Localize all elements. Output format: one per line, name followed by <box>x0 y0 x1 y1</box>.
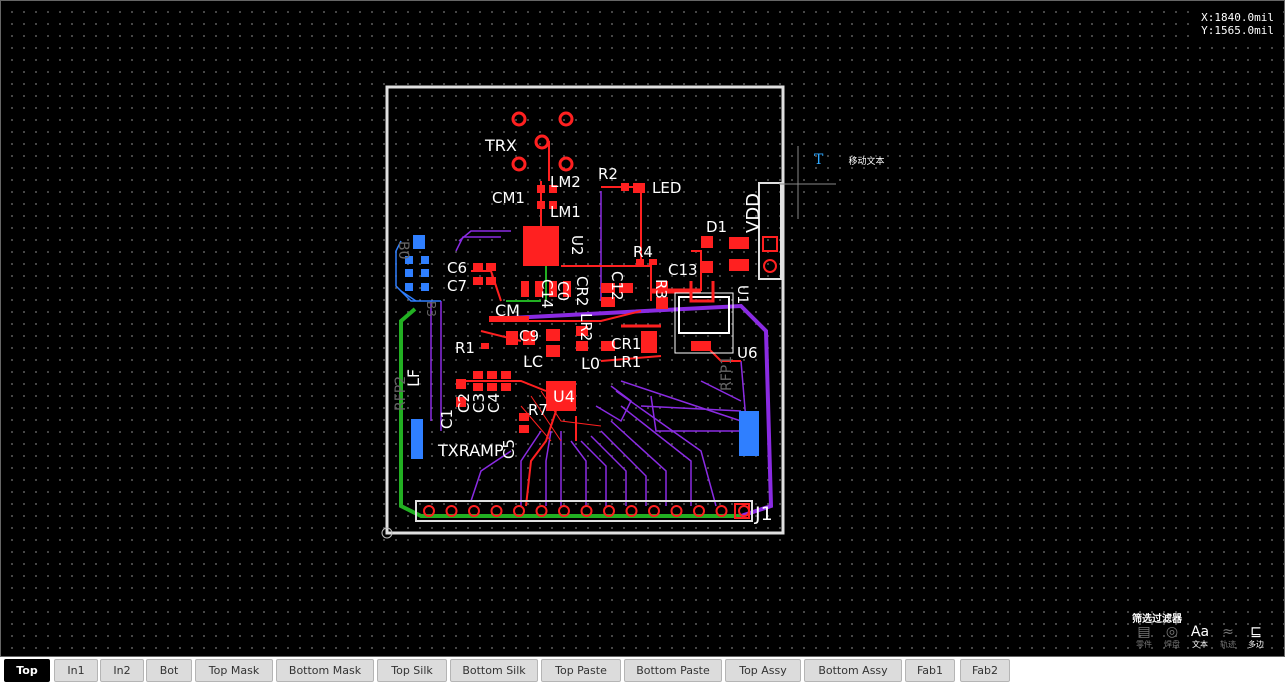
top-copper-pads <box>456 183 749 433</box>
bottom-copper <box>405 235 759 459</box>
filter-pad-button[interactable]: ◎ 焊盘 <box>1160 624 1184 652</box>
filter-text-button[interactable]: Aa 文本 <box>1188 624 1212 652</box>
move-text-crosshair <box>779 146 836 219</box>
j1-pad <box>445 505 458 517</box>
move-text-tool[interactable]: T 移动文本 <box>814 149 884 168</box>
j1-pad <box>603 505 615 517</box>
trx-connector-pads <box>511 111 574 172</box>
filter-component-button[interactable]: ▤ 零件 <box>1132 624 1156 652</box>
pcb-layout[interactable] <box>1 1 1285 658</box>
pad-icon: ◎ <box>1165 624 1179 640</box>
coord-x: X:1840.0mil <box>1201 11 1274 24</box>
text-cursor-icon: T <box>814 152 824 168</box>
j1-pad <box>535 505 548 517</box>
move-text-label: 移动文本 <box>848 157 885 167</box>
j1-pad <box>693 505 705 517</box>
j1-pad <box>558 505 570 517</box>
j1-pad <box>715 505 728 517</box>
filter-polygon-button[interactable]: ⊑ 多边 <box>1244 624 1268 652</box>
inner-purple-traces <box>430 191 774 518</box>
coord-y: Y:1565.0mil <box>1201 24 1274 37</box>
cursor-coordinates: X:1840.0mil Y:1565.0mil <box>1197 10 1278 38</box>
j1-pad <box>468 505 480 517</box>
tab-in1[interactable]: In1 <box>54 659 98 682</box>
polygon-icon: ⊑ <box>1250 624 1262 640</box>
j1-pad <box>423 505 435 517</box>
j1-pad <box>648 505 660 517</box>
text-icon: Aa <box>1190 624 1210 640</box>
filter-panel: 筛选过滤器 ▤ 零件 ◎ 焊盘 Aa 文本 ≈ 轨迹 ⊑ 多边 <box>1132 610 1282 654</box>
board-outline <box>385 85 785 535</box>
vdd-connector <box>758 182 782 280</box>
j1-pad <box>513 505 525 517</box>
tab-top-silk[interactable]: Top Silk <box>377 659 447 682</box>
tab-bottom-silk[interactable]: Bottom Silk <box>450 659 538 682</box>
tab-bottom-assy[interactable]: Bottom Assy <box>804 659 902 682</box>
bottom-copper-outline <box>395 240 441 302</box>
tab-bottom-mask[interactable]: Bottom Mask <box>276 659 374 682</box>
tab-top-paste[interactable]: Top Paste <box>541 659 621 682</box>
tab-bottom-paste[interactable]: Bottom Paste <box>624 659 722 682</box>
j1-pad <box>580 505 593 517</box>
origin-marker <box>381 527 393 539</box>
filter-title: 筛选过滤器 <box>1132 614 1182 625</box>
tab-in2[interactable]: In2 <box>100 659 144 682</box>
j1-pad <box>625 505 638 517</box>
tab-fab2[interactable]: Fab2 <box>960 659 1010 682</box>
j1-pad <box>490 505 503 517</box>
track-icon: ≈ <box>1222 624 1234 640</box>
tab-top[interactable]: Top <box>4 659 50 682</box>
tab-bot[interactable]: Bot <box>146 659 192 682</box>
u1-footprint <box>674 281 734 354</box>
component-icon: ▤ <box>1137 624 1151 640</box>
filter-track-button[interactable]: ≈ 轨迹 <box>1216 624 1240 652</box>
header-j1 <box>415 500 753 522</box>
tab-top-mask[interactable]: Top Mask <box>195 659 273 682</box>
tab-fab1[interactable]: Fab1 <box>905 659 955 682</box>
inner-green-traces <box>399 236 741 518</box>
tab-top-assy[interactable]: Top Assy <box>725 659 801 682</box>
j1-pad <box>670 505 683 517</box>
